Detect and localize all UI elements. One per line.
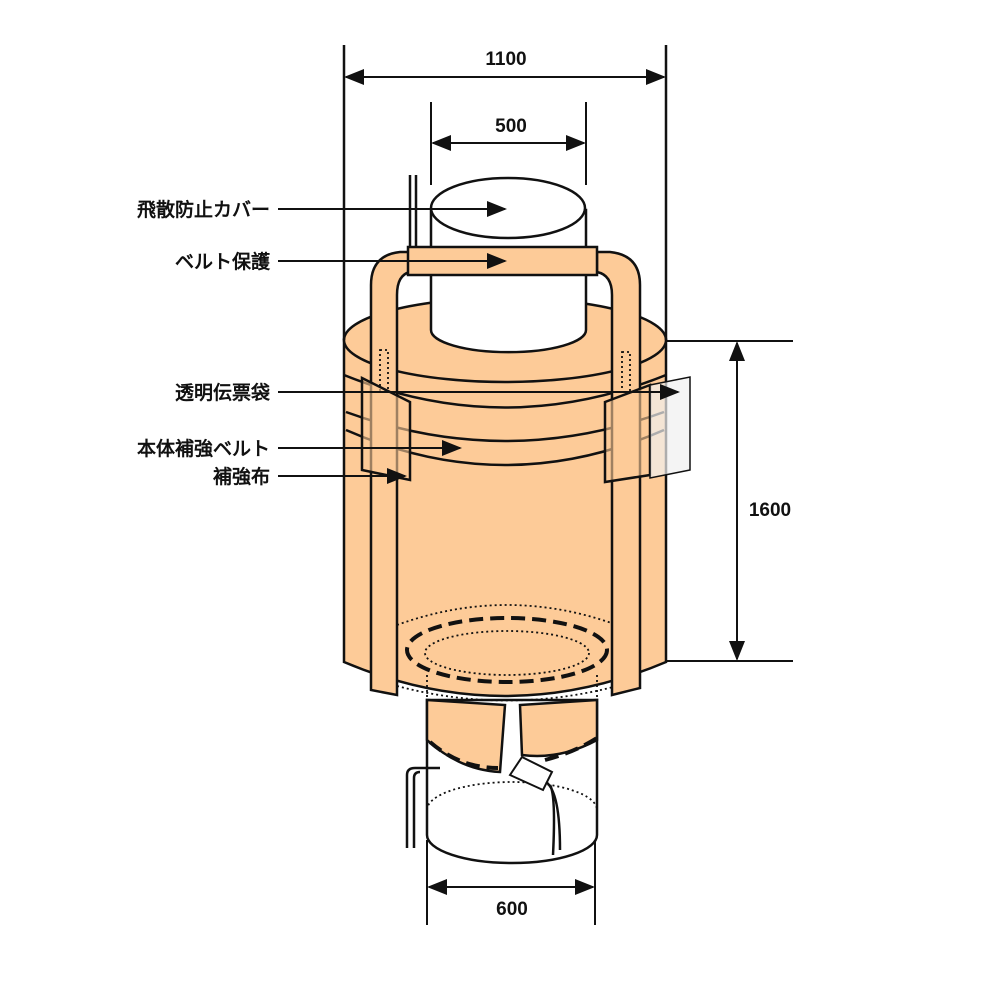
dim-height: 1600 — [749, 500, 791, 521]
label-document-pocket: 透明伝票袋 — [175, 381, 271, 404]
dim-outlet: 600 — [496, 899, 528, 920]
dust-cover — [408, 175, 588, 354]
label-dust-cover: 飛散防止カバー — [137, 198, 270, 221]
dim-inlet: 500 — [495, 116, 527, 137]
leader-lines — [278, 201, 680, 484]
label-reinforcement-belt: 本体補強ベルト — [137, 437, 270, 460]
document-pocket — [649, 376, 691, 479]
label-reinforcement-cloth: 補強布 — [212, 465, 270, 488]
lifting-belts — [360, 245, 691, 697]
dim-width-top: 1100 — [485, 49, 526, 70]
label-belt-protector: ベルト保護 — [175, 250, 271, 273]
outlet-spout — [405, 698, 599, 865]
dimension-lines — [342, 45, 793, 925]
